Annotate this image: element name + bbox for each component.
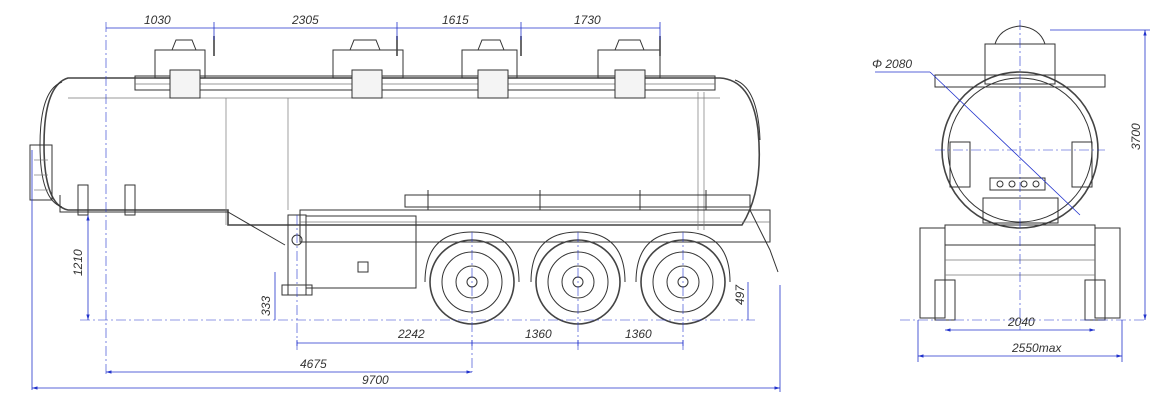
rear-view: Φ 2080 3700 2040 2550max (872, 20, 1150, 362)
manhole-1 (154, 36, 215, 99)
dim-height-1210: 1210 (71, 249, 85, 276)
axle-dimension-chain: 2242 1360 1360 (296, 327, 684, 346)
dim-top-1: 1030 (144, 13, 171, 27)
dim-overall-width: 2550max (1011, 341, 1062, 355)
dim-height-333: 333 (259, 296, 273, 316)
side-view: 1030 2305 1615 1730 1210 333 497 2242 13… (29, 13, 781, 392)
diameter-leader (929, 71, 1081, 216)
dim-overall-height: 3700 (1129, 123, 1143, 150)
dim-top-4: 1730 (574, 13, 601, 27)
rear-lights (949, 141, 1093, 191)
front-ladder (29, 144, 286, 246)
vertical-dimensions: 1210 333 497 (71, 215, 749, 320)
bottom-dimensions: 4675 9700 (32, 357, 780, 390)
dim-top-3: 1615 (442, 13, 469, 27)
dim-kingpin-to-axle: 4675 (300, 357, 327, 371)
chassis-frame (299, 190, 779, 273)
dim-overall-length: 9700 (362, 373, 389, 387)
manhole-4 (597, 36, 661, 99)
toolbox (305, 215, 417, 289)
dim-axle-3: 1360 (625, 327, 652, 341)
manhole-2 (332, 36, 404, 99)
dim-track: 2040 (1007, 315, 1035, 329)
top-dimension-chain: 1030 2305 1615 1730 (106, 13, 661, 40)
dim-top-2: 2305 (291, 13, 319, 27)
dim-axle-1: 2242 (397, 327, 425, 341)
dim-tank-diameter: Φ 2080 (872, 57, 912, 71)
dim-axle-2: 1360 (525, 327, 552, 341)
manhole-3 (461, 36, 522, 99)
dim-height-497: 497 (733, 284, 747, 305)
